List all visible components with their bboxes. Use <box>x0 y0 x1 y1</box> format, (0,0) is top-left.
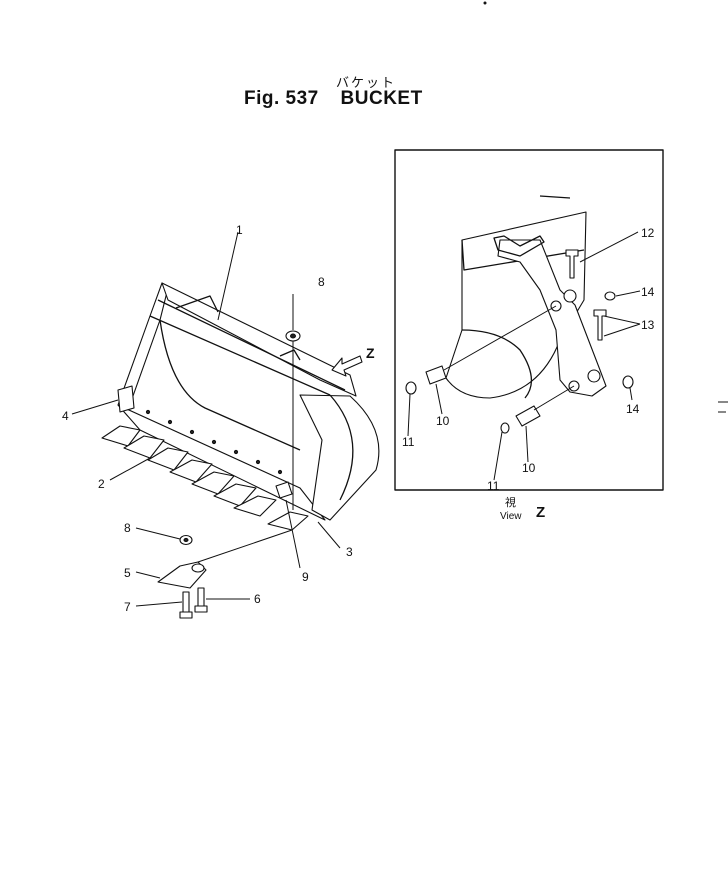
detail-nut-14-lower <box>622 375 634 389</box>
detail-pin-boss-right <box>587 369 601 383</box>
callout-7: 7 <box>124 600 131 614</box>
callout-11-lower: 11 <box>487 479 500 493</box>
figure-title-japanese: バケット <box>336 75 397 90</box>
bucket-inner-curve <box>159 319 301 451</box>
tooth-exploded-hole <box>191 563 205 573</box>
callout-10-lower: 10 <box>522 461 536 475</box>
detail-bolt-13 <box>593 309 607 341</box>
detail-bucket-shading <box>461 329 532 399</box>
view-caption-word: View <box>500 511 522 522</box>
callout-5: 5 <box>124 566 131 580</box>
callout-1: 1 <box>236 223 243 237</box>
callout-6: 6 <box>254 592 261 606</box>
detail-pin-upper <box>425 365 447 385</box>
figure-name: BUCKET <box>340 88 423 109</box>
callout-12: 12 <box>641 226 655 240</box>
tooth-adapter <box>275 481 293 499</box>
callout-14-upper: 14 <box>641 285 655 299</box>
detail-pin-upper-axis <box>443 305 557 371</box>
figure-title: Fig. 537 BUCKET <box>244 88 423 110</box>
bolt-right <box>194 587 208 613</box>
bucket-back-plate <box>161 282 357 397</box>
detail-view-frame <box>394 149 664 491</box>
bucket-side-curve-line <box>329 394 354 501</box>
detail-pin-lower-axis <box>533 385 575 411</box>
exploded-tooth-parts <box>157 529 293 619</box>
callout-13: 13 <box>641 318 655 332</box>
detail-washer-upper <box>405 381 417 395</box>
callout-8-lower: 8 <box>124 521 131 535</box>
detail-link-arm <box>497 239 607 397</box>
bucket-top-rail <box>149 299 346 396</box>
nut-lower-hole <box>183 537 189 543</box>
figure-number: Fig. 537 <box>244 88 319 109</box>
detail-view-z: 12 14 13 14 10 10 11 11 視 View Z <box>394 149 664 522</box>
detail-leader-lines <box>407 231 641 481</box>
bucket-assembly: Z <box>101 282 380 531</box>
cutting-edge-holes <box>145 409 283 475</box>
view-z-arrow-label: Z <box>366 345 375 361</box>
bucket-back-bracket <box>175 295 301 361</box>
view-caption-japanese: 視 <box>505 495 516 509</box>
tooth-exploded-lead <box>197 529 293 563</box>
callout-10-upper: 10 <box>436 414 450 428</box>
scan-marks <box>483 1 728 413</box>
bucket-right-side-plate <box>299 394 380 521</box>
side-cutter <box>117 385 135 413</box>
callout-4: 4 <box>62 409 69 423</box>
detail-pin-boss-top <box>563 289 577 303</box>
bucket-floor-plate <box>117 404 326 521</box>
detail-callouts: 12 14 13 14 10 10 11 11 <box>402 226 655 493</box>
callout-9: 9 <box>302 570 309 584</box>
callout-3: 3 <box>346 545 353 559</box>
main-callouts: 1 2 3 4 5 6 7 8 8 9 <box>62 223 353 614</box>
callout-11-upper: 11 <box>402 435 415 449</box>
detail-link-bracket <box>493 235 545 257</box>
view-caption-letter: Z <box>536 504 545 521</box>
detail-washer-lower <box>500 422 510 434</box>
detail-pin-lower <box>515 405 541 427</box>
main-leader-lines <box>71 231 341 607</box>
bolt-left <box>179 591 193 619</box>
callout-2: 2 <box>98 477 105 491</box>
callout-14-lower: 14 <box>626 402 640 416</box>
callout-8-upper: 8 <box>318 275 325 289</box>
nut-upper-hole <box>290 333 296 339</box>
bucket-teeth <box>101 425 309 531</box>
view-z-arrow <box>331 355 363 377</box>
detail-bolt-12 <box>565 249 579 279</box>
detail-nut-14-upper <box>604 291 616 301</box>
